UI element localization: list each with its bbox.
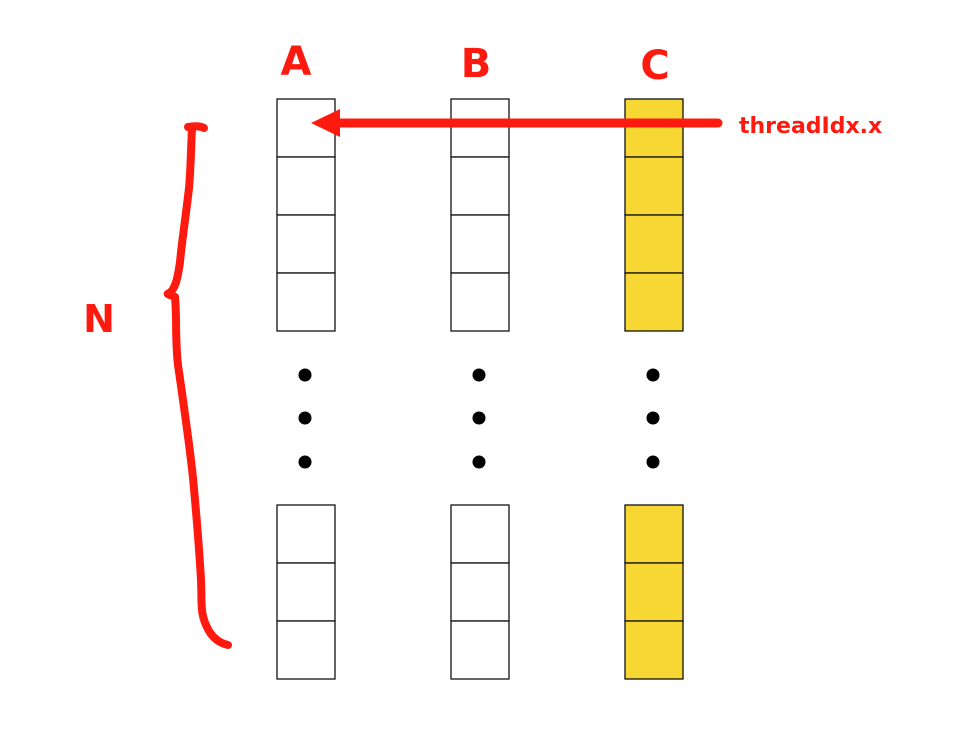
array-b-top-cell-1 (450, 98, 510, 158)
array-a-bottom-cell-1 (276, 504, 336, 564)
array-a-top-cell-3 (276, 214, 336, 274)
label-array-a: A (281, 39, 312, 85)
array-a-ellipsis-dot-1 (298, 368, 312, 382)
array-b-bottom-cell-3 (450, 620, 510, 680)
array-c-ellipsis-dot-2 (646, 411, 660, 425)
array-c-bottom-cell-1 (624, 504, 684, 564)
array-b-top-cell-2 (450, 156, 510, 216)
array-b-ellipsis-dot-1 (472, 368, 486, 382)
label-thread-index: threadIdx.x (739, 114, 882, 139)
array-b-top-cell-4 (450, 272, 510, 332)
array-c-bottom-cell-2 (624, 562, 684, 622)
array-b-ellipsis-dot-2 (472, 411, 486, 425)
array-b-ellipsis-dot-3 (472, 455, 486, 469)
array-c-ellipsis-dot-3 (646, 455, 660, 469)
size-brace (163, 122, 232, 649)
array-a-bottom-cell-3 (276, 620, 336, 680)
label-array-c: C (640, 43, 669, 89)
array-b-bottom-cell-1 (450, 504, 510, 564)
array-columns (276, 98, 684, 680)
array-c-top-cell-3 (624, 214, 684, 274)
label-size-n: N (83, 297, 115, 341)
array-c-bottom-cell-3 (624, 620, 684, 680)
thread-index-arrow-head (311, 109, 340, 137)
array-b-bottom-cell-2 (450, 562, 510, 622)
array-c-ellipsis-dot-1 (646, 368, 660, 382)
array-a-ellipsis-dot-3 (298, 455, 312, 469)
array-a-ellipsis-dot-2 (298, 411, 312, 425)
array-a-bottom-cell-2 (276, 562, 336, 622)
array-c-top-cell-4 (624, 272, 684, 332)
array-b-top-cell-3 (450, 214, 510, 274)
array-c-top-cell-1 (624, 98, 684, 158)
label-array-b: B (461, 41, 492, 87)
array-a-top-cell-4 (276, 272, 336, 332)
array-a-top-cell-2 (276, 156, 336, 216)
array-c-top-cell-2 (624, 156, 684, 216)
thread-index-arrow (311, 109, 723, 137)
